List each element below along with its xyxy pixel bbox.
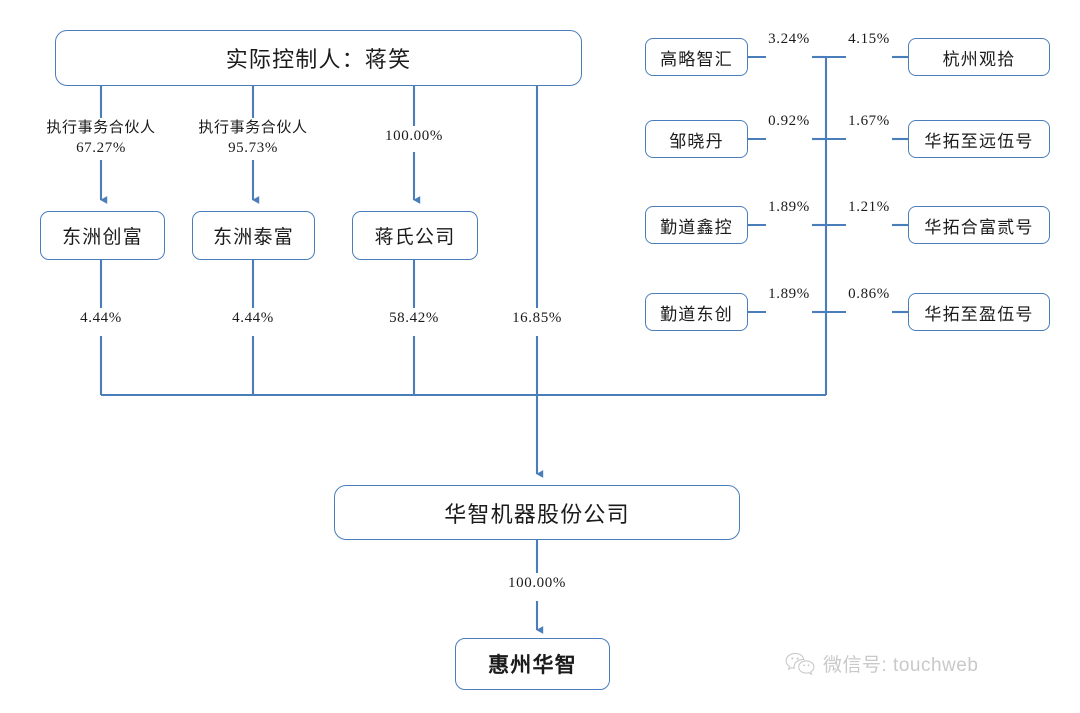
node-label: 华拓至盈伍号 — [924, 304, 1034, 324]
node-label: 华拓合富贰号 — [924, 217, 1034, 237]
edge-label-qindao-xinkong-pct: 1.89% — [765, 198, 813, 218]
edge-pct: 0.86% — [848, 286, 890, 302]
node-subsidiary-label: 惠州华智 — [488, 653, 577, 677]
edge-pct: 1.67% — [848, 113, 890, 129]
node-huatuo-zhiyuan-wuhao[interactable]: 华拓至远伍号 — [908, 120, 1050, 158]
edge-label-dongzhou-chuangfu-to-company: 4.44% — [77, 309, 125, 329]
edge-label-controller-to-jiangshi: 100.00% — [382, 127, 446, 147]
edge-pct: 1.89% — [768, 286, 810, 302]
node-qindao-xinkong[interactable]: 勤道鑫控 — [645, 206, 748, 244]
node-zou-xiaodan[interactable]: 邹晓丹 — [645, 120, 748, 158]
edge-label-gaolue-zhihui-pct: 3.24% — [765, 30, 813, 50]
node-label: 高略智汇 — [660, 49, 733, 69]
edge-role: 执行事务合伙人 — [198, 120, 308, 136]
node-label: 东洲泰富 — [213, 227, 294, 248]
edge-label-zou-xiaodan-pct: 0.92% — [765, 112, 813, 132]
node-huatuo-zhiying-wuhao[interactable]: 华拓至盈伍号 — [908, 293, 1050, 331]
node-dongzhou-taifu[interactable]: 东洲泰富 — [192, 211, 315, 260]
node-label: 华拓至远伍号 — [924, 131, 1034, 151]
node-subsidiary[interactable]: 惠州华智 — [455, 638, 610, 690]
watermark: 微信号: touchweb — [785, 650, 978, 677]
edge-label-controller-direct-to-company: 16.85% — [509, 309, 565, 329]
edge-label-huatuo-zhiyuan-pct: 1.67% — [845, 112, 893, 132]
wechat-icon — [785, 652, 815, 676]
node-company[interactable]: 华智机器股份公司 — [334, 485, 740, 540]
edge-label-hangzhou-guanshi-pct: 4.15% — [845, 30, 893, 50]
node-label: 东洲创富 — [62, 227, 143, 248]
edge-pct: 4.44% — [232, 310, 274, 326]
edge-pct: 4.44% — [80, 310, 122, 326]
node-company-label: 华智机器股份公司 — [444, 501, 630, 527]
edge-pct: 67.27% — [76, 139, 126, 156]
edge-label-huatuo-zhiying-pct: 0.86% — [845, 285, 893, 305]
node-label: 杭州观拾 — [942, 49, 1016, 69]
node-label: 勤道东创 — [660, 304, 733, 324]
node-jiangshi-gongsi[interactable]: 蒋氏公司 — [352, 211, 478, 260]
watermark-text: 微信号: touchweb — [823, 655, 979, 676]
edge-pct: 95.73% — [228, 139, 278, 156]
edge-label-huatuo-hefu-pct: 1.21% — [845, 198, 893, 218]
node-huatuo-hefu-erhao[interactable]: 华拓合富贰号 — [908, 206, 1050, 244]
edge-pct: 4.15% — [848, 31, 890, 47]
edge-label-dongzhou-taifu-to-company: 4.44% — [229, 309, 277, 329]
edge-pct: 100.00% — [508, 575, 566, 591]
node-qindao-dongchuang[interactable]: 勤道东创 — [645, 293, 748, 331]
edge-label-qindao-dongchuang-pct: 1.89% — [765, 285, 813, 305]
edge-pct: 16.85% — [512, 310, 562, 326]
edge-pct: 100.00% — [385, 128, 443, 144]
edge-pct: 1.89% — [768, 199, 810, 215]
edge-label-company-to-subsidiary: 100.00% — [505, 574, 569, 594]
edge-pct: 0.92% — [768, 113, 810, 129]
edge-role: 执行事务合伙人 — [46, 120, 156, 136]
node-dongzhou-chuangfu[interactable]: 东洲创富 — [40, 211, 165, 260]
node-label: 勤道鑫控 — [660, 217, 733, 237]
node-controller-label: 实际控制人：蒋笑 — [225, 47, 412, 72]
edge-label-controller-to-dongzhou-taifu: 执行事务合伙人 95.73% — [195, 119, 311, 159]
edge-label-jiangshi-to-company: 58.42% — [386, 309, 442, 329]
node-hangzhou-guanshi[interactable]: 杭州观拾 — [908, 38, 1050, 76]
edge-pct: 58.42% — [389, 310, 439, 326]
edge-label-controller-to-dongzhou-chuangfu: 执行事务合伙人 67.27% — [43, 119, 159, 159]
node-label: 邹晓丹 — [669, 131, 724, 151]
edge-pct: 1.21% — [848, 199, 890, 215]
node-gaolue-zhihui[interactable]: 高略智汇 — [645, 38, 748, 76]
edge-pct: 3.24% — [768, 31, 810, 47]
node-label: 蒋氏公司 — [374, 227, 456, 248]
node-controller[interactable]: 实际控制人：蒋笑 — [55, 30, 582, 86]
